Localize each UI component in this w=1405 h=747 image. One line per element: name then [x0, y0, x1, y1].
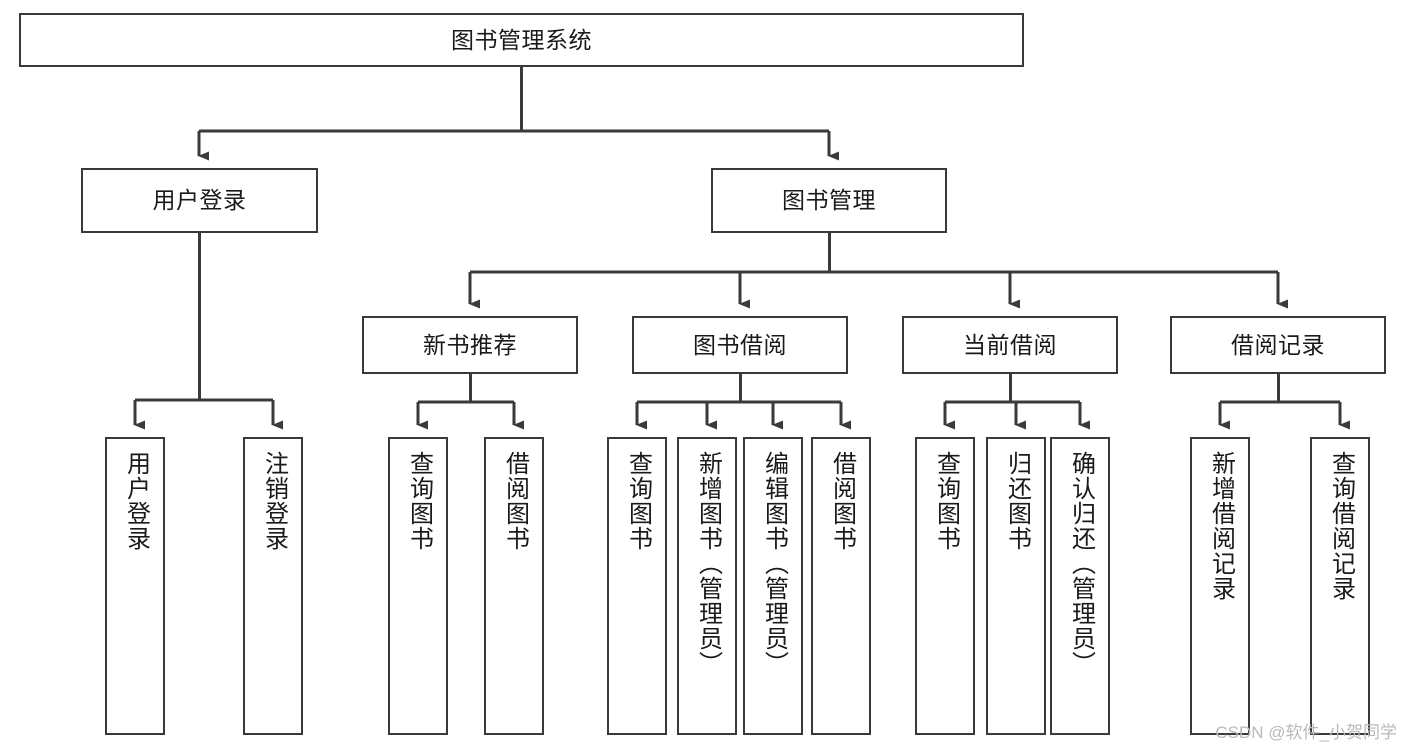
node-leaf-user-logout[interactable]: 注销登录 — [243, 437, 303, 735]
node-leaf-borrow-book-rec-label: 借阅图书 — [501, 451, 529, 551]
node-leaf-borrow-book-rec[interactable]: 借阅图书 — [484, 437, 544, 735]
node-leaf-edit-book[interactable]: 编辑图书（管理员） — [743, 437, 803, 735]
node-leaf-user-login[interactable]: 用户登录 — [105, 437, 165, 735]
node-borrow-record[interactable]: 借阅记录 — [1170, 316, 1386, 374]
node-leaf-query-book-cur-label: 查询图书 — [932, 451, 960, 551]
node-user-login-label: 用户登录 — [152, 187, 247, 214]
node-book-manage[interactable]: 图书管理 — [711, 168, 947, 233]
node-borrow-record-label: 借阅记录 — [1231, 331, 1325, 358]
watermark-text: CSDN @软件_小贺同学 — [1215, 723, 1397, 742]
node-leaf-add-book[interactable]: 新增图书（管理员） — [677, 437, 737, 735]
node-leaf-borrow-book[interactable]: 借阅图书 — [811, 437, 871, 735]
node-leaf-borrow-book-label: 借阅图书 — [828, 451, 856, 551]
node-book-borrow[interactable]: 图书借阅 — [632, 316, 848, 374]
node-root[interactable]: 图书管理系统 — [19, 13, 1024, 67]
node-leaf-query-record-label: 查询借阅记录 — [1327, 451, 1355, 601]
node-leaf-query-book-borrow[interactable]: 查询图书 — [607, 437, 667, 735]
node-new-book-rec-label: 新书推荐 — [423, 331, 517, 358]
node-leaf-query-book-rec[interactable]: 查询图书 — [388, 437, 448, 735]
node-leaf-confirm-return-label: 确认归还（管理员） — [1067, 451, 1095, 676]
node-book-manage-label: 图书管理 — [782, 187, 876, 214]
node-book-borrow-label: 图书借阅 — [693, 331, 787, 358]
node-leaf-add-record[interactable]: 新增借阅记录 — [1190, 437, 1250, 735]
node-leaf-add-record-label: 新增借阅记录 — [1207, 451, 1235, 601]
node-leaf-confirm-return[interactable]: 确认归还（管理员） — [1050, 437, 1110, 735]
node-current-borrow-label: 当前借阅 — [963, 331, 1057, 358]
node-leaf-add-book-label: 新增图书（管理员） — [694, 451, 722, 676]
node-user-login[interactable]: 用户登录 — [81, 168, 318, 233]
node-leaf-query-book-borrow-label: 查询图书 — [624, 451, 652, 551]
node-leaf-query-book-rec-label: 查询图书 — [405, 451, 433, 551]
node-new-book-rec[interactable]: 新书推荐 — [362, 316, 578, 374]
node-leaf-query-record[interactable]: 查询借阅记录 — [1310, 437, 1370, 735]
node-root-label: 图书管理系统 — [451, 26, 592, 53]
node-leaf-return-book[interactable]: 归还图书 — [986, 437, 1046, 735]
node-leaf-user-login-label: 用户登录 — [122, 451, 150, 551]
node-leaf-query-book-cur[interactable]: 查询图书 — [915, 437, 975, 735]
node-leaf-user-logout-label: 注销登录 — [260, 451, 288, 551]
node-leaf-return-book-label: 归还图书 — [1003, 451, 1031, 551]
node-current-borrow[interactable]: 当前借阅 — [902, 316, 1118, 374]
node-leaf-edit-book-label: 编辑图书（管理员） — [760, 451, 788, 676]
